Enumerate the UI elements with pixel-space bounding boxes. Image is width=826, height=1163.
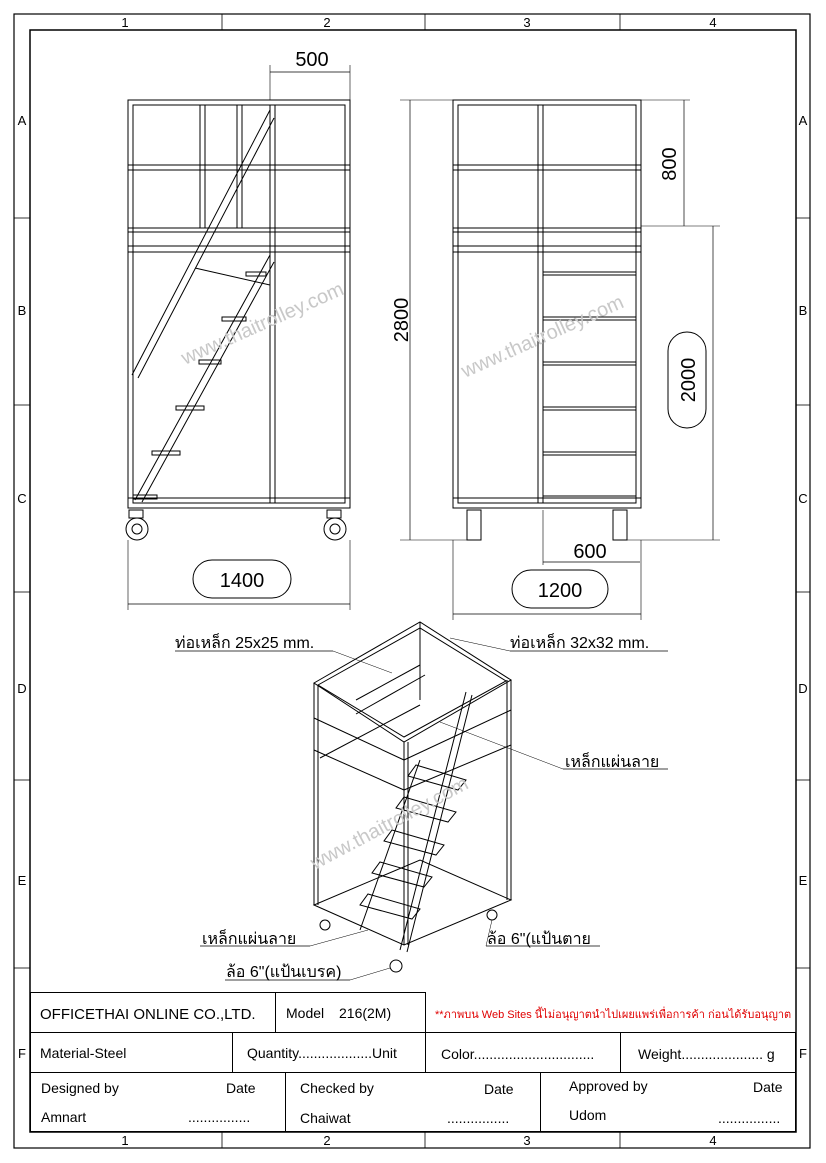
inner-border [29,29,797,1133]
front-view [125,65,351,610]
company-name: OFFICETHAI ONLINE CO.,LTD. [40,1006,256,1023]
zone-labels: 1 2 3 4 1 2 3 4 A B C D E F A B C D E F [17,15,807,1148]
row-label: D [798,681,807,696]
lower-section-dimension: 2000 [678,358,700,403]
callout-checker-plate-top: เหล็กแผ่นลาย [565,751,659,771]
color: Color............................... [441,1046,595,1062]
model-value: 216(2M) [339,1005,392,1021]
row-label: A [18,113,27,128]
approved-by-name: Udom [569,1107,607,1123]
col-label: 3 [523,1133,530,1148]
checked-by-name: Chaiwat [300,1110,351,1126]
row-label: C [17,491,26,506]
row-label: E [18,873,27,888]
col-label: 4 [709,15,716,30]
weight: Weight..................... g [638,1046,775,1062]
row-label: A [799,113,808,128]
callout-brake-wheel: ล้อ 6"(แป้นเบรค) [226,963,341,981]
checked-date-label: Date [484,1081,514,1097]
designed-by-label: Designed by [41,1080,119,1096]
approved-cell [540,1072,796,1132]
col-label: 1 [121,1133,128,1148]
row-label: F [18,1046,26,1061]
callout-pipe-25: ท่อเหล็ก 25x25 mm. [175,632,314,652]
row-label: B [18,303,27,318]
side-view-labels: 2800 800 2000 600 1200 www.thaitrolley.c… [391,147,700,602]
approved-by-label: Approved by [569,1078,648,1094]
front-width-dimension: 1400 [220,570,265,592]
row-label: E [799,873,808,888]
front-depth-dimension: 500 [295,49,328,71]
zone-ticks [14,14,810,1148]
col-label: 2 [323,15,330,30]
copyright-notice: **ภาพบน Web Sites นี้ไม่อนุญาตนำไปเผยแพร… [435,1009,792,1021]
approved-date: ................ [718,1110,781,1126]
col-label: 4 [709,1133,716,1148]
col-label: 2 [323,1133,330,1148]
iso-labels: ท่อเหล็ก 25x25 mm. ท่อเหล็ก 32x32 mm. เห… [175,632,659,981]
watermark: www.thaitrolley.com [306,773,472,875]
side-view [400,99,720,620]
front-view-labels: 1400 500 www.thaitrolley.com [177,49,347,592]
row-label: F [799,1046,807,1061]
approved-date-label: Date [753,1079,783,1095]
top-section-dimension: 800 [659,147,681,180]
col-label: 1 [121,15,128,30]
row-label: D [17,681,26,696]
row-label: B [799,303,808,318]
designed-date-label: Date [226,1080,256,1096]
col-label: 3 [523,15,530,30]
watermark: www.thaitrolley.com [177,278,347,370]
isometric-view [175,621,668,981]
watermark: www.thaitrolley.com [457,291,627,383]
height-dimension: 2800 [391,298,413,343]
notice-cell [425,992,796,1033]
checked-by-label: Checked by [300,1080,374,1096]
designed-by-name: Amnart [41,1109,87,1125]
callout-fixed-wheel: ล้อ 6"(แป้นตาย [487,930,591,948]
checked-date: ................ [447,1110,510,1126]
callout-checker-plate-bottom: เหล็กแผ่นลาย [202,928,296,948]
row-label: C [798,491,807,506]
quantity: Quantity...................Unit [247,1045,397,1061]
side-width-dimension: 1200 [538,580,583,602]
designed-date: ................ [188,1109,251,1125]
model-label: Model [286,1005,325,1021]
callout-pipe-32: ท่อเหล็ก 32x32 mm. [510,632,649,652]
step-dimension: 600 [573,541,606,563]
outer-border [13,13,811,1149]
material: Material-Steel [40,1045,127,1061]
